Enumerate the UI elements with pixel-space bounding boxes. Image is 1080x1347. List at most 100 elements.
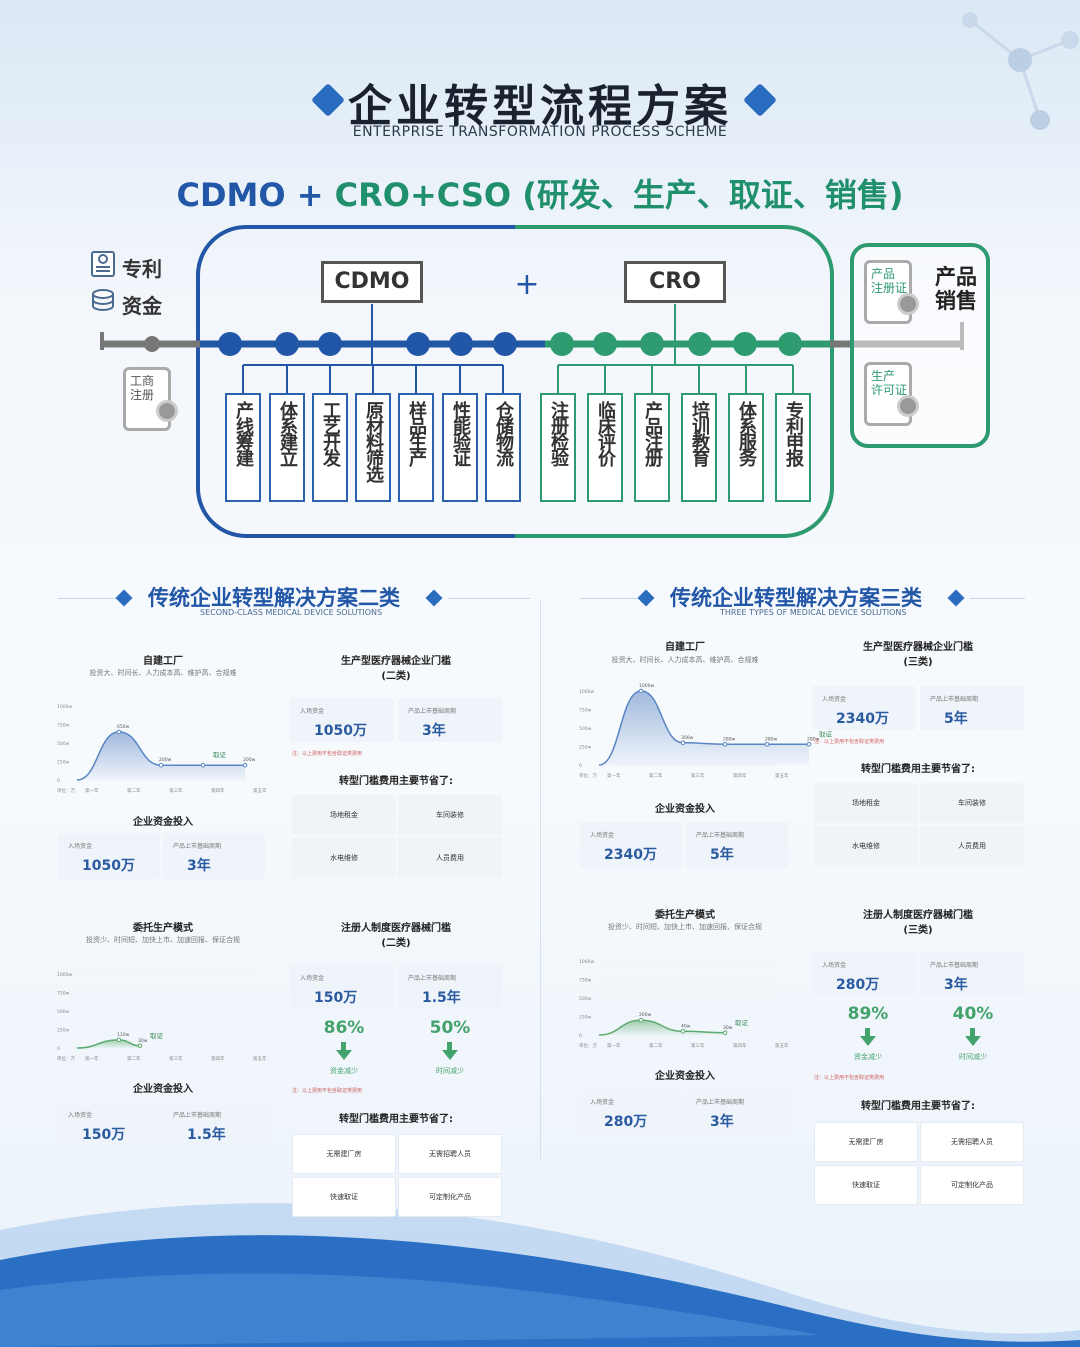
entrust-desc: 投资少、时间短、加快上市、加速回报、保证合规: [608, 923, 762, 931]
timeline-node: [144, 336, 160, 352]
data-label: 取证: [819, 730, 833, 738]
y-tick-label: 1000w: [57, 704, 72, 710]
invest-title: 企业资金投入: [133, 817, 193, 828]
down-arrow-icon: [341, 1042, 346, 1050]
self-factory-chart: 1000w750w500w250w0单位：万第一年第二年第三年第四年第五年650…: [57, 704, 267, 794]
title-rule: [58, 598, 118, 599]
data-label: 280w: [723, 736, 736, 742]
cdmo-step: 体系建立: [269, 393, 305, 502]
x-tick-label: 第一年: [607, 772, 621, 779]
saving-item: 快速取证: [292, 1177, 396, 1217]
x-tick-label: 第三年: [691, 772, 705, 779]
entrust-title: 委托生产模式: [655, 910, 715, 921]
data-label: 30w: [138, 1038, 148, 1044]
left-section-title: 传统企业转型解决方案二类: [148, 586, 400, 610]
saving-item: 水电维修: [292, 838, 396, 878]
threshold-title: 生产型医疗器械企业门槛 (二类): [341, 656, 451, 682]
background-wave: [0, 1203, 1080, 1347]
product-sales-label: 产品销售: [935, 265, 977, 313]
x-tick-label: 第三年: [691, 1042, 705, 1049]
entrust-chart: 1000w750w500w250w0单位：万第一年第二年第三年第四年第五年110…: [57, 972, 267, 1062]
fee-note: 注：以上费用不包含取证类费用: [292, 751, 363, 757]
data-label: 200w: [639, 1012, 652, 1018]
y-tick-label: 250w: [579, 745, 592, 751]
model-headline: CDMO + CRO+CSO (研发、生产、取证、销售): [0, 170, 1080, 216]
cdmo-connectors: [242, 304, 504, 394]
self-factory-title: 自建工厂: [143, 656, 183, 667]
saving-item: 快速取证: [814, 1165, 918, 1205]
fee-note: 注：以上费用不包含取证类费用: [814, 739, 885, 745]
invest-title: 企业资金投入: [655, 1071, 715, 1082]
cdmo-step: 工艺开发: [312, 393, 348, 502]
data-point: [137, 1043, 143, 1049]
x-tick-label: 第一年: [85, 1055, 99, 1062]
time-reduction-label: 时间减少: [436, 1067, 464, 1075]
cdmo-step: 性能验证: [442, 393, 478, 502]
flow-diagram: +: [100, 225, 964, 538]
cdmo-step: 样品生产: [398, 393, 434, 502]
y-tick-label: 250w: [579, 1015, 592, 1021]
cro-step: 培训教育: [681, 393, 717, 502]
x-tick-label: 第五年: [253, 1055, 267, 1062]
seal-icon: [897, 293, 919, 315]
x-tick-label: 第四年: [211, 1055, 225, 1062]
product-registration-certificate: 产品 注册证: [864, 260, 919, 324]
section-diamond-icon: [637, 589, 655, 607]
invest-title: 企业资金投入: [655, 804, 715, 815]
cro-box: CRO: [624, 261, 726, 303]
x-tick-label: 第二年: [127, 787, 141, 794]
data-point: [680, 740, 686, 746]
cdmo-box: CDMO: [321, 261, 423, 303]
y-tick-label: 750w: [579, 708, 592, 714]
timeline-node: [406, 332, 430, 356]
data-label: 取证: [735, 1019, 749, 1027]
page-title-en: ENTERPRISE TRANSFORMATION PROCESS SCHEME: [352, 124, 728, 140]
data-point: [116, 729, 122, 735]
y-tick-label: 750w: [579, 978, 592, 984]
x-tick-label: 第四年: [733, 1042, 747, 1049]
down-arrow-icon: [447, 1042, 452, 1050]
x-tick-label: 第一年: [85, 787, 99, 794]
time-reduction-label: 时间减少: [959, 1053, 987, 1061]
self-factory-title: 自建工厂: [665, 642, 705, 653]
title-rule: [970, 598, 1025, 599]
savings-title: 转型门槛费用主要节省了:: [861, 1101, 975, 1112]
title-rule: [448, 598, 530, 599]
cdmo-step: 原材料筛选: [355, 393, 391, 502]
saving-item: 车间装修: [920, 783, 1024, 823]
timeline-node: [449, 332, 473, 356]
left-section-title-en: SECOND-CLASS MEDICAL DEVICE SOLUTIONS: [200, 608, 383, 617]
savings-title: 转型门槛费用主要节省了:: [861, 764, 975, 775]
y-tick-label: 250w: [57, 760, 70, 766]
timeline-node: [778, 332, 802, 356]
data-point: [806, 741, 812, 747]
funds-label: 资金: [122, 294, 162, 318]
x-tick-label: 单位：万: [579, 1042, 597, 1049]
down-arrow-icon: [442, 1050, 458, 1060]
timeline-node: [275, 332, 299, 356]
data-point: [722, 1030, 728, 1036]
data-point: [200, 762, 206, 768]
x-tick-label: 第五年: [775, 1042, 789, 1049]
data-label: 200w: [243, 757, 256, 763]
y-tick-label: 0: [579, 763, 582, 769]
saving-item: 可定制化产品: [920, 1165, 1024, 1205]
cro-step: 专利申报: [775, 393, 811, 502]
y-tick-label: 250w: [57, 1028, 70, 1034]
page-title: 企业转型流程方案: [348, 81, 732, 132]
data-label: 650w: [117, 724, 130, 730]
saving-item: 人员费用: [920, 826, 1024, 866]
cro-connectors: [557, 304, 794, 394]
fund-reduction-pct: 89%: [847, 1004, 889, 1024]
down-arrow-icon: [965, 1036, 981, 1046]
data-label: 1000w: [639, 683, 654, 689]
data-point: [638, 688, 644, 694]
headline-cdmo: CDMO +: [176, 176, 335, 214]
data-point: [638, 1017, 644, 1023]
x-tick-label: 单位：万: [57, 787, 75, 794]
